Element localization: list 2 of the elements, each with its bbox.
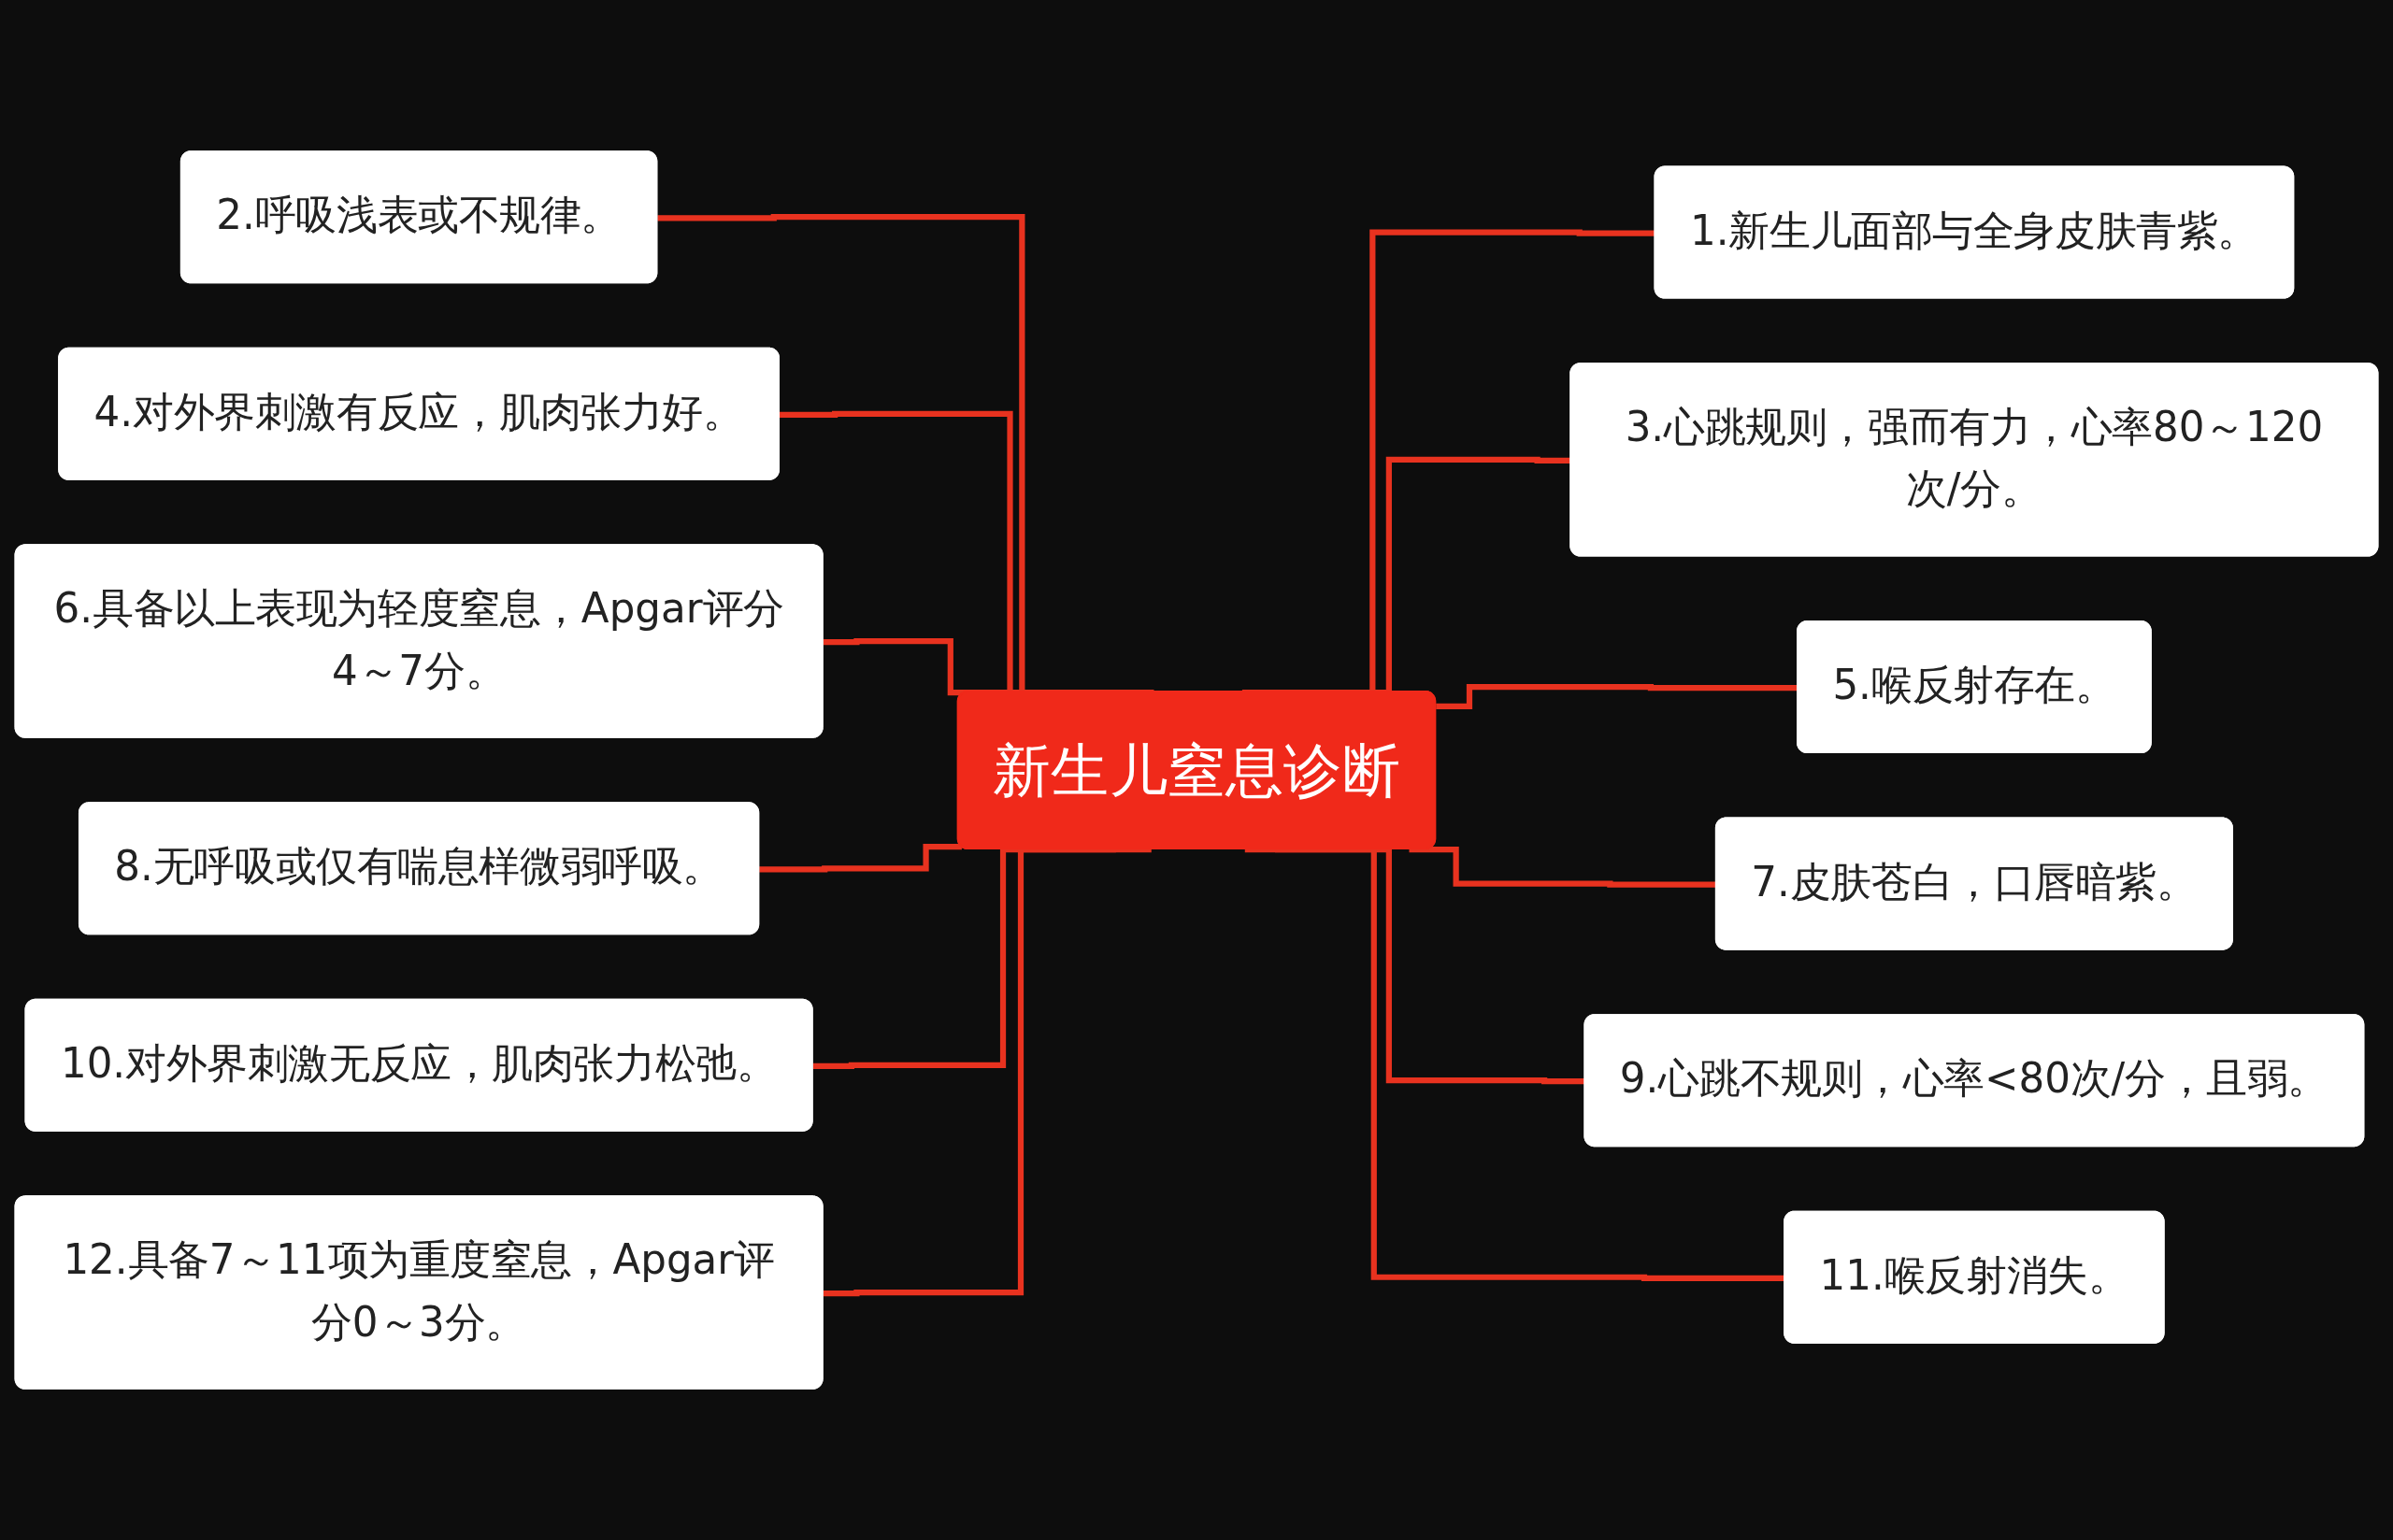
connector	[759, 843, 962, 873]
connector	[1409, 846, 1717, 888]
